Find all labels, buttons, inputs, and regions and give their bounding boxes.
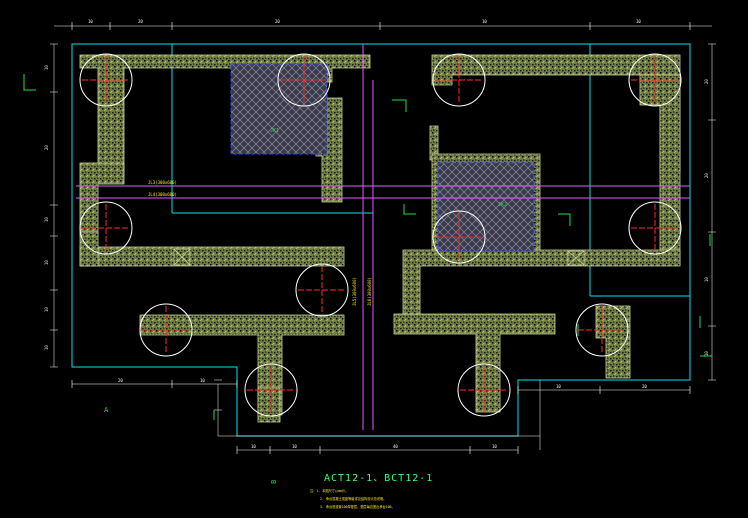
dim-right-1: 20 <box>704 79 709 84</box>
pier-lower-left <box>257 387 281 423</box>
beam-labels: JL3(300x600) JL4(300x600) JL5(300x600) J… <box>148 180 372 306</box>
pile-circle <box>79 53 133 107</box>
dim-left-6: 10 <box>44 345 49 350</box>
pile-circle <box>139 303 193 357</box>
note-3: 3. 承台底设置100厚垫层，垫层每边宽出承台100。 <box>320 504 395 509</box>
beam-left-arm <box>79 162 125 237</box>
slab-outline <box>71 43 691 437</box>
pile-circle <box>432 53 486 107</box>
dim-bottom-4: 10 <box>492 444 497 449</box>
beam-label-jl3: JL3(300x600) <box>148 180 177 185</box>
axis-label-a: A <box>104 406 109 414</box>
mid-dimensions: 20 10 10 20 <box>118 378 647 389</box>
pile-circle <box>79 201 133 255</box>
beam-right-col <box>639 74 681 266</box>
beam-label-jl6: JL6(300x600) <box>367 277 372 306</box>
pile-circle <box>628 53 682 107</box>
pile-8 <box>295 263 349 317</box>
pile-6 <box>432 210 486 264</box>
beam-label-jl5: JL5(300x600) <box>352 277 357 306</box>
pile-group <box>79 53 682 417</box>
dim-bottom-2: 10 <box>292 444 297 449</box>
notes-block: 注：1. 本图尺寸以mm计。 2. 承台混凝土强度等级详见结构设计总说明。 3.… <box>310 488 395 509</box>
pile-circle <box>432 210 486 264</box>
dimension-ticks <box>50 22 716 454</box>
dim-top-3: 20 <box>275 19 280 24</box>
pit-left-label: JK1 <box>270 128 279 134</box>
dim-right-3: 10 <box>704 277 709 282</box>
beam-axes <box>76 44 690 430</box>
beam-wall-left <box>79 231 99 267</box>
beam-horizontal-right <box>402 249 681 319</box>
pile-circle <box>295 263 349 317</box>
axis-label-b: B <box>270 480 278 484</box>
drawing-title: ACT12-1、BCT12-1 <box>324 473 433 484</box>
dim-left-5: 10 <box>44 307 49 312</box>
pile-4 <box>628 53 682 107</box>
dim-mid-left-2: 10 <box>200 378 205 383</box>
pier-right-bottom <box>595 305 631 379</box>
pile-10 <box>575 303 629 357</box>
dim-top-1: 10 <box>88 19 93 24</box>
dim-right-2: 20 <box>704 173 709 178</box>
pile-11 <box>244 363 298 417</box>
pile-circle <box>575 303 629 357</box>
dim-mid-left-1: 20 <box>118 378 123 383</box>
pile-3 <box>432 53 486 107</box>
cross-boxes <box>173 248 585 266</box>
pile-2 <box>277 53 331 107</box>
dim-left-3: 10 <box>44 217 49 222</box>
pit-right-label: JK2 <box>498 202 507 208</box>
dim-left-4: 10 <box>44 260 49 265</box>
dim-left-2: 20 <box>44 145 49 150</box>
pile-12 <box>457 363 511 417</box>
dim-bottom-3: 40 <box>393 444 398 449</box>
note-1: 注：1. 本图尺寸以mm计。 <box>310 488 348 493</box>
right-dimensions: 20 20 10 10 <box>704 79 709 356</box>
note-2: 2. 承台混凝土强度等级详见结构设计总说明。 <box>320 496 386 501</box>
dim-top-2: 20 <box>138 19 143 24</box>
beam-right-t <box>393 313 556 413</box>
beam-left-t <box>139 314 345 416</box>
dim-right-4: 10 <box>704 351 709 356</box>
dim-bottom-1: 10 <box>251 444 256 449</box>
pit-right: JK2 <box>437 162 535 252</box>
dim-mid-right-1: 10 <box>556 384 561 389</box>
dim-top-4: 10 <box>482 19 487 24</box>
pile-circle <box>628 201 682 255</box>
dim-left-1: 10 <box>44 65 49 70</box>
dim-top-5: 10 <box>636 19 641 24</box>
pit-left: JK1 <box>230 63 328 155</box>
dim-mid-right-2: 20 <box>642 384 647 389</box>
left-dimensions: 10 20 10 10 10 10 <box>44 65 49 350</box>
pile-1 <box>79 53 133 107</box>
pile-circle <box>277 53 331 107</box>
pile-5 <box>79 201 133 255</box>
pile-9 <box>139 303 193 357</box>
pile-circle <box>457 363 511 417</box>
bottom-dimensions: 10 10 40 10 <box>251 444 497 449</box>
beam-label-jl4: JL4(300x600) <box>148 192 177 197</box>
axis-marks <box>23 74 712 420</box>
top-dimensions: 10 20 20 10 10 <box>88 19 641 24</box>
pile-circle <box>244 363 298 417</box>
dimension-lines <box>53 25 713 451</box>
pile-7 <box>628 201 682 255</box>
